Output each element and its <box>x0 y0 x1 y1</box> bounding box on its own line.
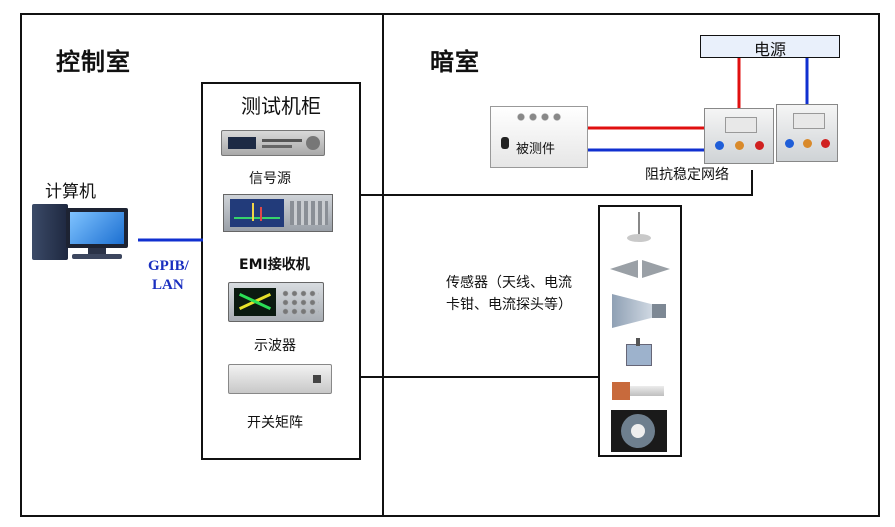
oscilloscope-image <box>228 282 324 322</box>
dut-box <box>490 106 588 168</box>
control-room-title: 控制室 <box>56 48 131 76</box>
lisn-unit-1 <box>704 108 774 164</box>
cabinet-title: 测试机柜 <box>241 94 321 118</box>
current-probe-image <box>612 376 666 406</box>
computer-image <box>32 202 136 262</box>
sensors-label-line2: 卡钳、电流探头等） <box>446 297 572 313</box>
emi-receiver-image <box>223 194 333 232</box>
biconical-antenna-image <box>610 254 672 284</box>
current-clamp-image <box>611 410 667 452</box>
computer-label: 计算机 <box>45 182 96 202</box>
horn-antenna-image <box>612 292 668 330</box>
cabinet-to-lisn-line <box>361 170 753 196</box>
switch-matrix-image <box>228 364 332 394</box>
gpib-label-line2: LAN <box>152 277 184 293</box>
switch-matrix-label: 开关矩阵 <box>247 415 303 431</box>
sensors-label-line1: 传感器（天线、电流 <box>446 275 572 291</box>
signal-source-label: 信号源 <box>249 171 291 187</box>
monopole-antenna-image <box>621 212 657 246</box>
lisn-unit-2 <box>776 104 838 162</box>
anechoic-room-title: 暗室 <box>430 48 480 76</box>
gpib-label-line1: GPIB/ <box>148 258 189 274</box>
signal-source-image <box>221 130 325 156</box>
loop-antenna-image <box>620 338 658 372</box>
dut-label: 被测件 <box>516 142 556 157</box>
oscilloscope-label: 示波器 <box>254 338 296 354</box>
lisn-label: 阻抗稳定网络 <box>645 167 729 183</box>
power-supply-box <box>700 35 840 58</box>
emi-receiver-label: EMI接收机 <box>239 257 310 273</box>
power-supply-label: 电源 <box>753 40 786 59</box>
